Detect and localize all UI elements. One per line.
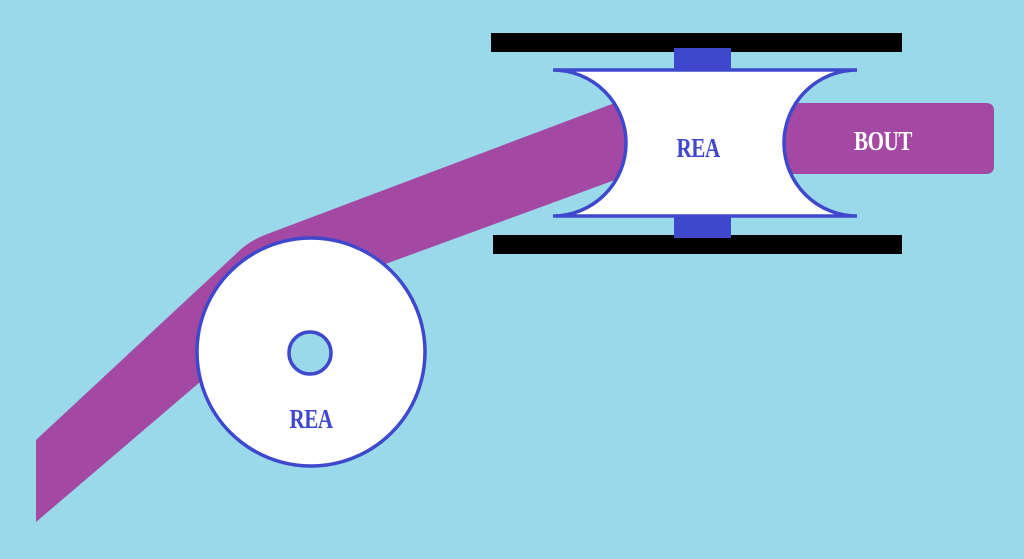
spool-label: REA: [676, 134, 720, 164]
belt-output-segment: [770, 103, 994, 174]
spool: [552, 68, 858, 218]
belt-label: BOUT: [854, 127, 912, 157]
top-connector: [674, 48, 731, 72]
top-rail: [491, 33, 902, 52]
bottom-rail: [493, 235, 902, 254]
roller-hub: [287, 330, 333, 376]
roller-label: REA: [289, 405, 333, 435]
bottom-connector: [674, 214, 731, 238]
